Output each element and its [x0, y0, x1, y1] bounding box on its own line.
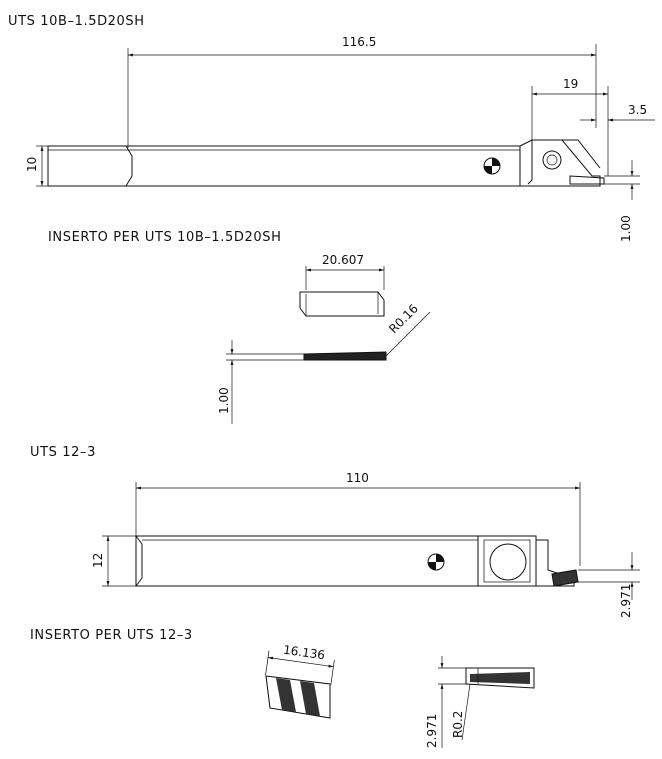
insert-1-title: INSERTO PER UTS 10B–1.5D20SH — [48, 230, 282, 245]
insert-1-side-view — [303, 351, 387, 361]
dim-depth: 1.00 — [619, 215, 633, 242]
radius-leader — [461, 683, 471, 741]
dim-line-insert-length — [267, 656, 334, 668]
holder-1-head-edge — [527, 140, 533, 185]
center-mark-icon — [483, 157, 501, 175]
insert-2-shade — [276, 678, 296, 712]
insert-1-drawing: INSERTO PER UTS 10B–1.5D20SH 20.607 R0.1… — [48, 230, 431, 424]
center-mark-icon — [427, 553, 445, 571]
dim-width: 3.5 — [628, 103, 647, 117]
clamp-edge — [562, 139, 601, 169]
insert-1-top-view — [299, 291, 385, 317]
dim-height: 10 — [25, 157, 39, 172]
insert-2-top-view — [265, 675, 331, 719]
insert-2-side-shade — [470, 672, 530, 684]
dim-insert-width: 1.00 — [217, 387, 231, 414]
holder-2-drawing: UTS 12–3 110 12 2.971 — [30, 445, 640, 618]
holder-1-drawing: UTS 10B–1.5D20SH 116.5 19 3.5 10 — [8, 14, 655, 242]
holder-2-chamfer — [135, 535, 143, 587]
dim-insert-width: 2.971 — [425, 714, 439, 748]
screw-circle — [489, 543, 527, 581]
holder-2-shank — [135, 535, 479, 587]
holder-1-chamfer — [125, 145, 133, 187]
dim-insert-radius: R0.2 — [451, 711, 465, 738]
holder-2-title: UTS 12–3 — [30, 445, 96, 460]
insert-2-shade — [300, 681, 320, 716]
dim-insert-length: 20.607 — [322, 253, 364, 267]
insert-2-drawing: INSERTO PER UTS 12–3 16.136 2.971 R0.2 — [30, 628, 535, 748]
holder-2-head-inner — [483, 539, 531, 583]
insert-tip — [569, 175, 605, 185]
dim-length: 116.5 — [342, 35, 376, 49]
insert-2-edge — [265, 675, 271, 709]
dim-insert-radius: R0.16 — [386, 301, 421, 336]
dim-height: 12 — [91, 553, 105, 568]
dim-group-insert-length: 16.136 — [265, 643, 335, 685]
screw-circle — [542, 150, 562, 170]
holder-2-head — [477, 535, 537, 587]
extension-line — [330, 659, 335, 685]
insert-2-side-view — [465, 667, 535, 689]
insert-2-title: INSERTO PER UTS 12–3 — [30, 628, 193, 643]
holder-1-title: UTS 10B–1.5D20SH — [8, 14, 145, 29]
screw-inner — [546, 154, 558, 166]
dim-insert-length: 16.136 — [282, 643, 326, 663]
extension-line — [265, 650, 270, 676]
dim-length: 110 — [346, 471, 369, 485]
holder-1-shank — [47, 145, 521, 187]
dim-width: 2.971 — [619, 584, 633, 618]
radius-leader — [385, 311, 431, 357]
dim-head: 19 — [563, 77, 578, 91]
